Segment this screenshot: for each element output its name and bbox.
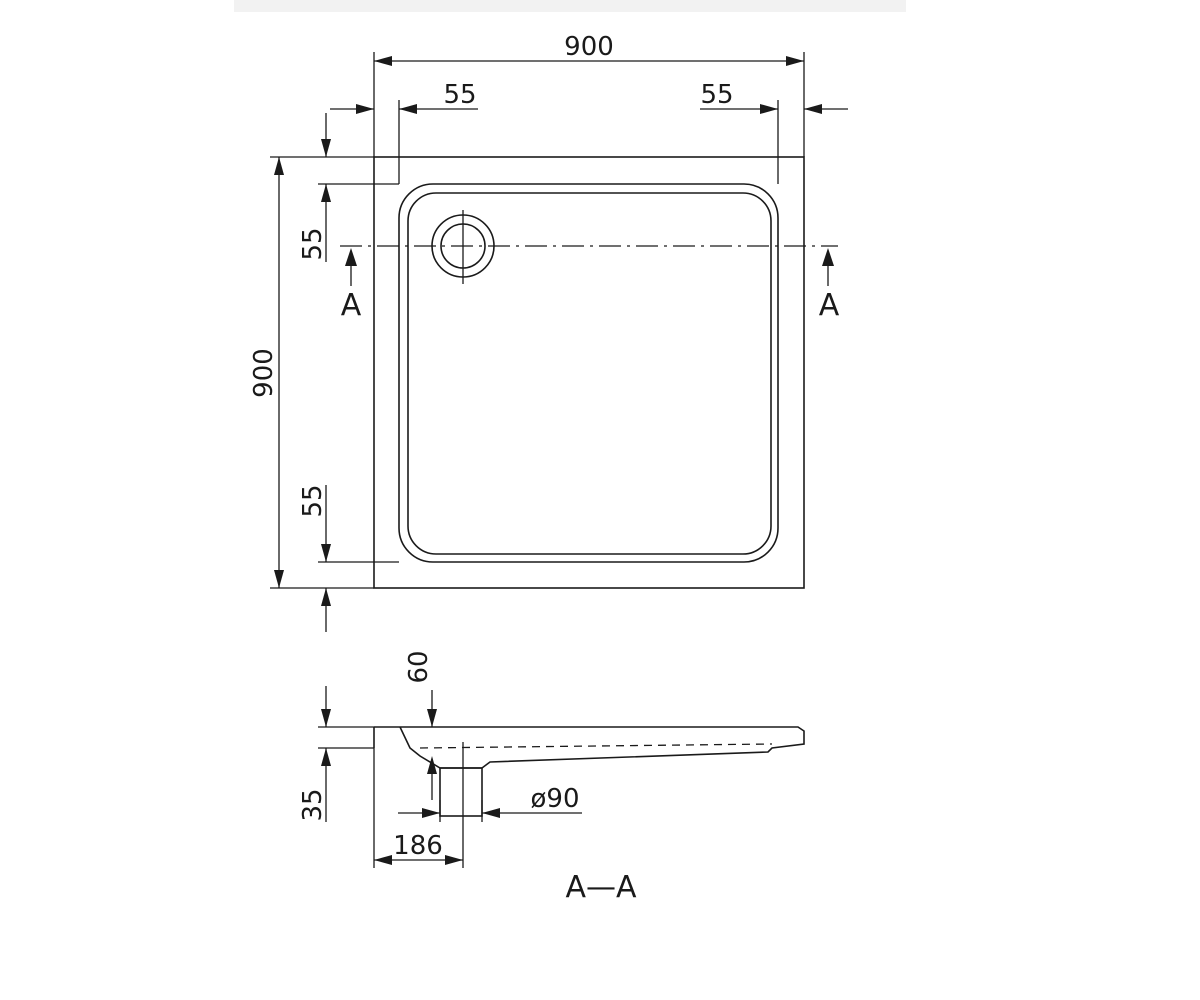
rim-bottom-label: 55 (298, 484, 328, 517)
drain-diameter-label: ø90 (531, 784, 580, 814)
drain-diameter-dimension: ø90 (398, 784, 582, 822)
basin-inner-edge (407, 192, 772, 555)
section-marker-right: A (819, 248, 840, 323)
tray-inner-hidden-line (419, 743, 773, 749)
height-label: 900 (249, 348, 279, 398)
width-label: 900 (564, 32, 614, 62)
tray-outer-outline (373, 156, 805, 589)
tray-section-profile (373, 726, 805, 769)
section-view: 60 35 ø90 186 (298, 650, 805, 905)
rim-bottom-dimension: 55 (298, 484, 399, 632)
width-dimension: 900 (373, 32, 805, 157)
section-marker-left-label: A (341, 288, 362, 323)
rim-left-label: 55 (443, 80, 476, 110)
depth-label: 60 (404, 650, 434, 683)
rim-left-dimension: 55 (330, 80, 478, 184)
section-marker-left: A (341, 248, 362, 323)
depth-dimension: 60 (404, 650, 437, 800)
rim-height-label: 35 (298, 788, 328, 821)
section-marker-right-label: A (819, 288, 840, 323)
drain-icon (431, 210, 495, 284)
rim-top-label: 55 (298, 227, 328, 260)
rim-height-dimension: 35 (298, 686, 374, 822)
drain-pipe (439, 767, 483, 817)
rim-top-dimension: 55 (298, 113, 399, 262)
basin-outer-edge (398, 183, 779, 563)
plan-view: A A 900 55 (249, 32, 848, 632)
height-dimension: 900 (249, 156, 374, 589)
rim-right-dimension: 55 (700, 80, 848, 184)
section-title: A—A (565, 870, 637, 905)
drain-offset-dimension: 186 (373, 742, 464, 868)
rim-right-label: 55 (700, 80, 733, 110)
drain-offset-label: 186 (393, 831, 443, 861)
top-strip (234, 0, 906, 12)
